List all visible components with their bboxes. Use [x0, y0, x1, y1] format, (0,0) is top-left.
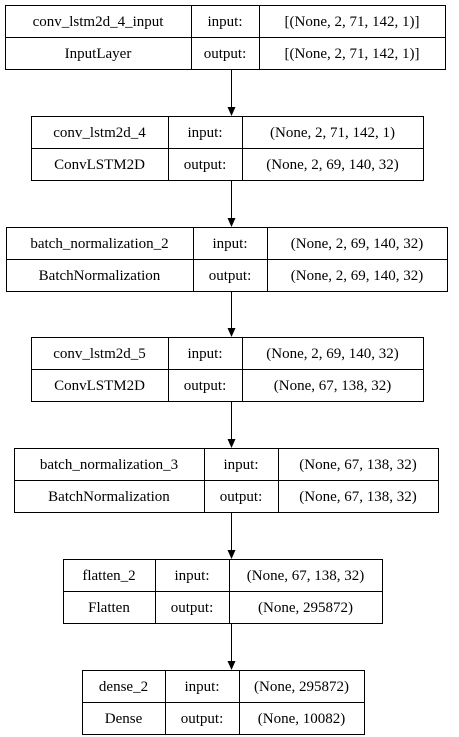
- output-label: output:: [171, 600, 214, 616]
- layer-type: ConvLSTM2D: [54, 157, 145, 173]
- input-label: input:: [184, 679, 219, 695]
- layer-type: Flatten: [88, 600, 130, 616]
- output-label: output:: [181, 711, 224, 727]
- layer-type: ConvLSTM2D: [54, 378, 145, 394]
- layer-type: BatchNormalization: [48, 489, 170, 505]
- layer-name: batch_normalization_2: [30, 236, 168, 252]
- input-shape: (None, 2, 69, 140, 32): [266, 346, 398, 362]
- input-shape: (None, 67, 138, 32): [247, 568, 364, 584]
- input-shape: (None, 2, 69, 140, 32): [291, 236, 423, 252]
- output-shape: [(None, 2, 71, 142, 1)]: [285, 46, 420, 62]
- layer-name: dense_2: [99, 679, 148, 695]
- output-shape: (None, 2, 69, 140, 32): [291, 268, 423, 284]
- output-shape: (None, 67, 138, 32): [274, 378, 391, 394]
- layer-name: flatten_2: [82, 568, 135, 584]
- output-label: output:: [209, 268, 252, 284]
- output-label: output:: [184, 157, 227, 173]
- layer-type: InputLayer: [65, 46, 132, 62]
- output-shape: (None, 295872): [258, 600, 353, 616]
- input-shape: [(None, 2, 71, 142, 1)]: [285, 14, 420, 30]
- layer-type: Dense: [105, 711, 143, 727]
- output-shape: (None, 2, 69, 140, 32): [266, 157, 398, 173]
- input-label: input:: [187, 346, 222, 362]
- layer-name: batch_normalization_3: [40, 457, 178, 473]
- output-label: output:: [204, 46, 247, 62]
- output-shape: (None, 10082): [258, 711, 345, 727]
- input-shape: (None, 295872): [254, 679, 349, 695]
- input-shape: (None, 67, 138, 32): [299, 457, 416, 473]
- output-shape: (None, 67, 138, 32): [299, 489, 416, 505]
- output-label: output:: [184, 378, 227, 394]
- layer-name: conv_lstm2d_4_input: [33, 14, 165, 30]
- input-label: input:: [187, 125, 222, 141]
- input-shape: (None, 2, 71, 142, 1): [270, 125, 395, 141]
- input-label: input:: [207, 14, 242, 30]
- input-label: input:: [174, 568, 209, 584]
- output-label: output:: [220, 489, 263, 505]
- layer-name: conv_lstm2d_5: [53, 346, 146, 362]
- input-label: input:: [223, 457, 258, 473]
- layer-name: conv_lstm2d_4: [53, 125, 146, 141]
- layer-type: BatchNormalization: [39, 268, 161, 284]
- input-label: input:: [212, 236, 247, 252]
